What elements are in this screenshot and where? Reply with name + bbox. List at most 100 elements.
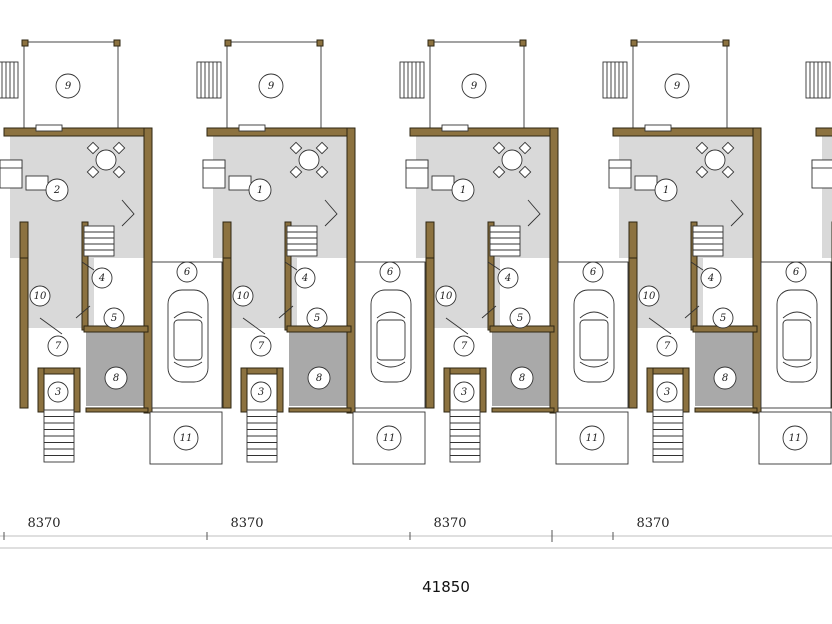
room-number-marker [654, 178, 678, 202]
room-number-marker [656, 381, 678, 403]
room-number-marker [785, 261, 807, 283]
room-number-label: 10 [237, 291, 250, 302]
room-number-label: 3 [258, 387, 264, 398]
entry-wall [628, 257, 638, 409]
room-number-marker [45, 178, 69, 202]
stair-outline [286, 225, 318, 257]
unit-dimension-label: 8370 [433, 516, 466, 531]
room-number-label: 9 [65, 81, 72, 92]
room-number-marker [173, 425, 199, 451]
sofa-back [202, 159, 226, 169]
room-number-label: 3 [461, 387, 467, 398]
sofa-back [608, 159, 632, 169]
room-number-label: 8 [113, 373, 119, 384]
vestibule-side-wall [479, 367, 487, 413]
terrace-post [21, 39, 29, 47]
room-number-label: 11 [586, 433, 599, 444]
door-swing [445, 317, 469, 335]
room-number-marker [29, 285, 51, 307]
party-wall [346, 127, 356, 414]
sofa-back [811, 159, 832, 169]
terrace-post [519, 39, 527, 47]
room-number-label: 1 [257, 185, 263, 196]
vestibule-side-wall [646, 367, 654, 413]
dining-chair [112, 141, 126, 155]
dining-table [298, 149, 320, 171]
vestibule-side-wall [443, 367, 451, 413]
car-rear-window [376, 361, 406, 368]
rear-door-opening [644, 124, 672, 132]
room-number-marker [461, 73, 487, 99]
dining-table [95, 149, 117, 171]
room-number-marker [232, 285, 254, 307]
car-windshield [173, 311, 203, 319]
rear-wall [612, 127, 762, 137]
dining-chair [695, 141, 709, 155]
room-number-label: 5 [314, 313, 320, 324]
room-number-label: 4 [98, 273, 105, 284]
entry-wall [19, 257, 29, 409]
room-number-marker [294, 267, 316, 289]
dining-chair [721, 165, 735, 179]
car-windshield [376, 311, 406, 319]
rear-wall [3, 127, 153, 137]
room-number-label: 9 [471, 81, 478, 92]
front-wall [85, 407, 149, 413]
stair-wall [19, 221, 29, 261]
room-number-label: 10 [643, 291, 656, 302]
door-swing [690, 261, 704, 271]
room-number-label: 1 [663, 185, 669, 196]
front-wall [288, 407, 352, 413]
rear-wall [815, 127, 832, 137]
living-room-floor [619, 136, 759, 258]
room-number-label: 6 [793, 267, 800, 278]
dining-chair [492, 165, 506, 179]
party-wall [549, 127, 559, 414]
living-room-floor [416, 136, 556, 258]
dining-chair [112, 165, 126, 179]
room-number-marker [248, 178, 272, 202]
room-number-marker [47, 381, 69, 403]
rear-wall [409, 127, 559, 137]
coffee-table [634, 175, 658, 191]
unit-dimension-label: 8370 [230, 516, 263, 531]
car-windshield [782, 311, 812, 319]
coffee-table [228, 175, 252, 191]
room-number-marker [713, 366, 737, 390]
sofa-back [405, 159, 429, 169]
room-number-marker [453, 381, 475, 403]
room-number-label: 10 [34, 291, 47, 302]
stair-outline [489, 225, 521, 257]
room-number-marker [700, 267, 722, 289]
room-number-marker [379, 261, 401, 283]
door-swing [242, 317, 266, 335]
party-wall [143, 127, 153, 414]
door-swing [75, 305, 91, 319]
room-number-label: 4 [707, 273, 714, 284]
room-number-label: 7 [258, 341, 265, 352]
room-number-marker [782, 425, 808, 451]
rear-wall [206, 127, 356, 137]
room-number-marker [664, 73, 690, 99]
room-number-label: 9 [268, 81, 275, 92]
car-rear-window [579, 361, 609, 368]
stair-wall [425, 221, 435, 261]
dining-chair [492, 141, 506, 155]
room-number-label: 2 [53, 185, 60, 196]
room-number-marker [176, 261, 198, 283]
living-room-floor [10, 136, 150, 258]
room-number-marker [435, 285, 457, 307]
room-number-marker [579, 425, 605, 451]
room-number-label: 11 [789, 433, 802, 444]
rear-door-opening [441, 124, 469, 132]
room-number-marker [582, 261, 604, 283]
room-number-label: 5 [111, 313, 117, 324]
room-number-marker [306, 307, 328, 329]
room-number-label: 4 [504, 273, 511, 284]
car-rear-window [782, 361, 812, 368]
